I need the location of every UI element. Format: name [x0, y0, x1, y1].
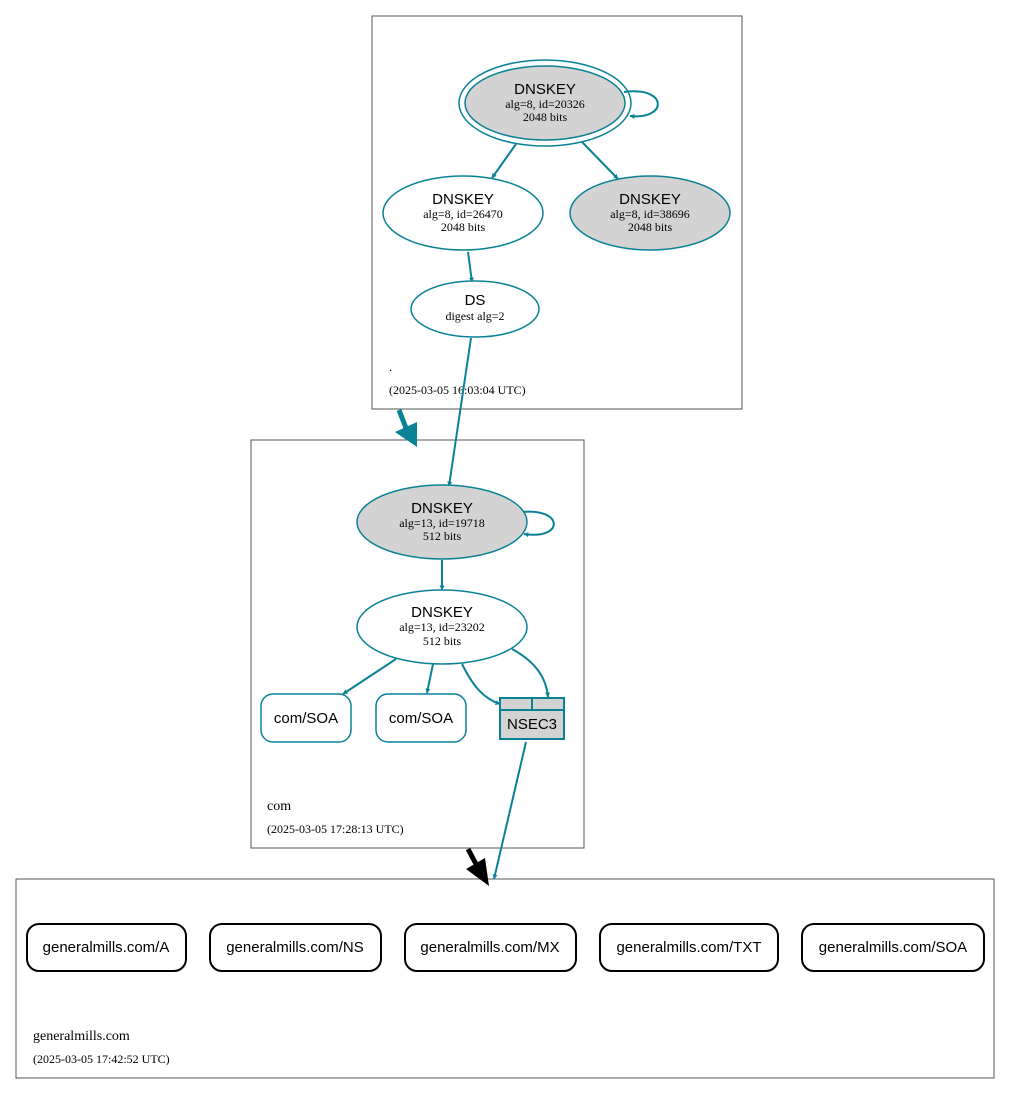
node-root-zsk-line2: 2048 bits [441, 220, 486, 234]
node-root-ksk[interactable]: DNSKEY alg=8, id=20326 2048 bits [458, 59, 632, 147]
node-root-zsk-line1: alg=8, id=26470 [423, 207, 503, 221]
node-com-soa-1[interactable]: com/SOA [260, 693, 352, 743]
delegation-arrow-com-to-domain-head [466, 858, 489, 886]
node-com-ksk-line1: alg=13, id=19718 [399, 516, 485, 530]
node-root-ds-line1: digest alg=2 [445, 309, 504, 323]
edge-com-zsk-to-soa2 [425, 663, 434, 694]
record-generalmills-ns[interactable]: generalmills.com/NS [209, 923, 382, 972]
zone-name-domain: generalmills.com [33, 1029, 130, 1044]
node-root-key3-line1: alg=8, id=38696 [610, 207, 690, 221]
zone-timestamp-com: (2025-03-05 17:28:13 UTC) [267, 822, 404, 836]
edge-com-ksk-self [521, 510, 555, 538]
node-root-ds[interactable]: DS digest alg=2 [410, 280, 540, 338]
zone-box-root [371, 15, 743, 410]
edge-com-zsk-to-nsec3-b [511, 648, 551, 698]
node-root-ksk-title: DNSKEY [514, 81, 576, 98]
edge-com-zsk-to-soa1 [342, 658, 397, 695]
node-root-zsk-title: DNSKEY [432, 191, 494, 208]
delegation-arrow-com-to-domain-line [465, 847, 479, 866]
record-generalmills-a-label: generalmills.com/A [43, 939, 170, 956]
node-com-zsk-line2: 512 bits [423, 634, 462, 648]
record-generalmills-mx-label: generalmills.com/MX [420, 939, 559, 956]
zone-box-domain [15, 878, 995, 1079]
node-com-ksk[interactable]: DNSKEY alg=13, id=19718 512 bits [356, 484, 528, 560]
node-com-zsk-line1: alg=13, id=23202 [399, 620, 485, 634]
node-root-key3-title: DNSKEY [619, 191, 681, 208]
delegation-arrow-root-to-com-head [395, 422, 417, 447]
node-com-zsk[interactable]: DNSKEY alg=13, id=23202 512 bits [356, 589, 528, 665]
edge-root-ksk-to-key3 [581, 141, 619, 180]
zone-box-com [250, 439, 585, 849]
zone-name-com: com [267, 799, 291, 814]
record-generalmills-soa[interactable]: generalmills.com/SOA [801, 923, 985, 972]
node-root-ds-title: DS [465, 292, 486, 309]
delegation-arrow-root-to-com-line [396, 409, 409, 429]
edge-nsec3-to-domain [492, 741, 527, 880]
record-generalmills-txt[interactable]: generalmills.com/TXT [599, 923, 779, 972]
edge-ds-to-com-ksk [447, 337, 472, 487]
record-generalmills-soa-label: generalmills.com/SOA [819, 939, 967, 956]
record-generalmills-ns-label: generalmills.com/NS [226, 939, 364, 956]
node-root-key3-line2: 2048 bits [628, 220, 673, 234]
node-nsec3-label: NSEC3 [507, 716, 557, 733]
edge-root-ksk-self [623, 90, 659, 119]
zone-timestamp-domain: (2025-03-05 17:42:52 UTC) [33, 1052, 170, 1066]
node-com-zsk-title: DNSKEY [411, 604, 473, 621]
edge-root-ksk-to-zsk [491, 143, 517, 179]
node-root-ksk-line2: 2048 bits [523, 110, 568, 124]
node-root-zsk[interactable]: DNSKEY alg=8, id=26470 2048 bits [382, 175, 544, 251]
zone-name-root: . [389, 359, 392, 374]
node-root-key3[interactable]: DNSKEY alg=8, id=38696 2048 bits [569, 175, 731, 251]
record-generalmills-a[interactable]: generalmills.com/A [26, 923, 187, 972]
node-com-soa-2[interactable]: com/SOA [375, 693, 467, 743]
node-com-soa-1-label: com/SOA [274, 710, 338, 727]
edge-root-zsk-to-ds [467, 251, 474, 283]
zone-timestamp-root: (2025-03-05 16:03:04 UTC) [389, 383, 526, 397]
node-com-ksk-line2: 512 bits [423, 529, 462, 543]
edge-com-zsk-to-nsec3-a [461, 663, 501, 705]
node-com-ksk-title: DNSKEY [411, 500, 473, 517]
record-generalmills-txt-label: generalmills.com/TXT [616, 939, 761, 956]
record-generalmills-mx[interactable]: generalmills.com/MX [404, 923, 577, 972]
node-nsec3[interactable]: NSEC3 [499, 697, 565, 740]
edges [342, 90, 659, 880]
node-root-ksk-line1: alg=8, id=20326 [505, 97, 585, 111]
node-com-soa-2-label: com/SOA [389, 710, 453, 727]
